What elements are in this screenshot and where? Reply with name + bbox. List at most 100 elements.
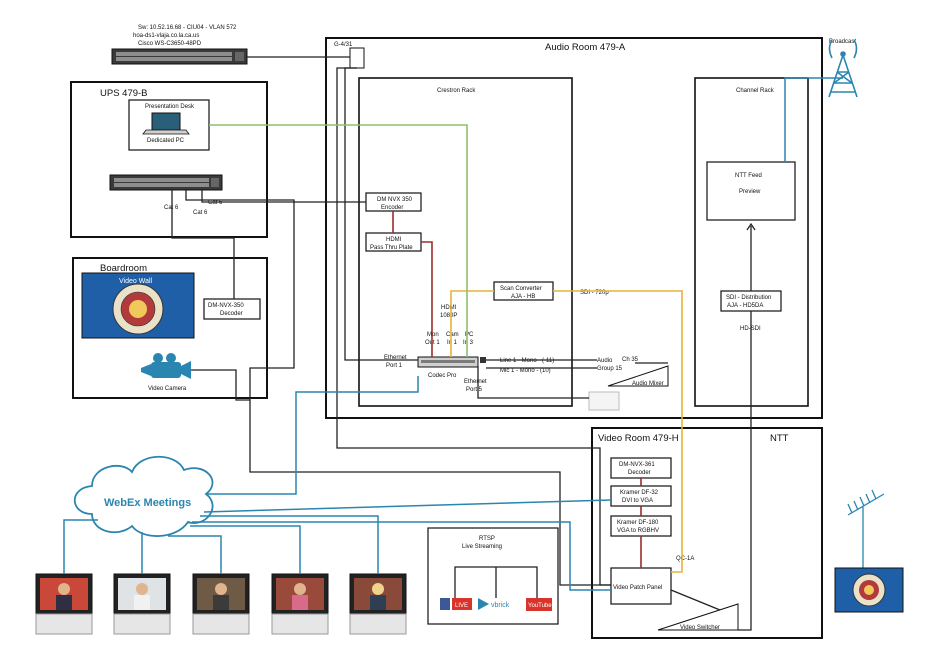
vbrick-icon [478,598,489,610]
hdmi-plate-line1: HDMI [386,237,402,243]
line-switch-to-decoder [171,190,235,299]
video-camera-label: Video Camera [148,386,187,392]
hdmi-1080p-line2: 1080P [440,313,457,319]
youtube-label: YouTube [528,603,552,609]
ethernet-port5-line2: Port 5 [466,387,483,393]
ntt-title: NTT [770,433,789,444]
ntt-feed-line1: NTT Feed [735,173,762,179]
participant-monitor-3 [192,573,250,635]
line-camera-out [191,369,250,401]
video-room-title: Video Room 479-H [598,433,679,444]
cat6-label-b: Cat 6 [193,210,208,216]
audio-room-title: Audio Room 479-A [545,42,626,53]
participant-monitor-2 [113,573,171,635]
webex-label: WebEx Meetings [104,497,191,509]
line-switch-to-encoder [201,190,366,203]
line-webex-to-monitor-5 [200,515,379,574]
scan-converter-line1: Scan Converter [500,286,542,292]
boardroom-outline [72,257,268,399]
ups-room-title: UPS 479-B [100,88,148,99]
kramer-vga-line2: VGA to RGBHV [617,528,659,534]
line-webex-to-monitor-1 [63,519,98,574]
webex-cloud [73,455,214,537]
participant-monitor-4 [271,573,329,635]
presentation-desk-label: Presentation Desk [145,104,195,110]
line-ntt-to-broadcast [784,77,843,162]
video-patch-panel-label: Video Patch Panel [613,585,662,591]
participant-monitor-5 [349,573,407,635]
kramer-dvi-line1: Kramer DF-32 [620,490,659,496]
kramer-vga-line1: Kramer DF-180 [617,520,659,526]
codec-pro-label: Codec Pro [428,373,457,379]
line-patch-to-switcher [670,589,721,611]
facebook-live-label: LIVE [455,603,468,609]
ntt-seal-icon [834,567,904,613]
video-room-outline [591,427,823,639]
dm-decoder-video-line2: Decoder [628,470,651,476]
cam-in-line2: In 1 [447,340,458,346]
participant-monitor-1 [35,573,93,635]
crestron-rack-outline [358,77,573,407]
vbrick-label: vbrick [491,602,510,609]
hdmi-plate-line2: Pass Thru Plate [370,245,413,251]
line-sdi-to-ntt [746,222,756,291]
line-codec-to-webex [206,376,419,495]
port-label-top: G-4/31 [334,42,353,48]
ethernet-port1-line2: Port 1 [386,363,403,369]
video-switcher-icon [657,603,739,631]
line-webex-to-monitor-3 [168,535,222,574]
kramer-dvi-line2: DVI to VGA [622,498,653,504]
line-jack-to-codec-port1 [344,67,418,361]
mon-out-line1: Mon [427,332,439,338]
video-camera-icon [141,353,191,379]
boardroom-title: Boardroom [100,263,147,274]
ntt-antenna-icon [847,489,885,568]
dm-decoder-board-box [203,298,261,320]
pc-in-line2: In 3 [463,340,474,346]
line-switch-to-codec [185,190,611,586]
dedicated-pc-label: Dedicated PC [147,138,185,144]
dm-decoder-video-line1: DM-NVX-361 [619,462,655,468]
switch-top-line3: Cisco WS-C3650-48PD [138,41,202,47]
laptop-icon [142,112,190,135]
mic1-label: Mic 1 - Mono - (10) [500,368,551,374]
ntt-feed-box [706,161,796,221]
line-patch-to-webex-b [192,521,611,591]
ethernet-port1-line1: Ethernet [384,355,407,361]
ethernet-port5-line1: Ethernet [464,379,487,385]
facebook-live-icon [440,598,472,610]
audio-group-line1: Audio [597,358,613,364]
line-switcher-to-sdi [738,311,752,631]
dm-decoder-board-line2: Decoder [220,311,243,317]
network-switch-top-icon [111,48,248,65]
video-switcher-label: Video Switcher [680,625,720,631]
network-switch-ups-icon [109,174,223,191]
video-wall-label: Video Wall [119,278,153,285]
line-codec-port5 [477,366,589,399]
switch-top-line2: hoa-ds1-vlaja.co.la.ca.us [133,33,199,39]
line-cam-to-scan [450,290,494,357]
dm-encoder-line1: DM NVX 350 [377,197,413,203]
audio-room-outline [325,37,823,419]
rtsp-line1: RTSP [479,536,495,542]
line-patch-to-webex-a [203,499,612,513]
switch-top-line1: Sw: 10.52.16.68 - CIU04 - VLAN 572 [138,25,237,31]
ch35-label: Ch 35 [622,357,639,363]
channel-rack-title: Channel Rack [736,88,775,94]
cam-in-line1: Cam [446,332,459,338]
codec-pro-icon [417,356,486,368]
dm-decoder-board-line1: DM-NVX-350 [208,303,244,309]
sdi-distribution-line1: SDI - Distribution [726,295,771,301]
sdi-720p-label: SDI - 720p [580,290,609,296]
broadcast-label: Broadcast [829,39,856,45]
cat6-label-c: Cat 6 [208,200,223,206]
line1-label: Line 1 - Mono - (-11) [500,358,554,364]
ntt-feed-line2: Preview [739,189,761,195]
qc1a-label: QC-1A [676,556,694,562]
sdi-distribution-line2: AJA - HD5DA [727,303,763,309]
line-pc-to-codec [209,124,468,357]
patch-jack-icon [349,47,365,69]
broadcast-tower-icon [828,39,858,98]
scan-converter-line2: AJA - HB [511,294,535,300]
